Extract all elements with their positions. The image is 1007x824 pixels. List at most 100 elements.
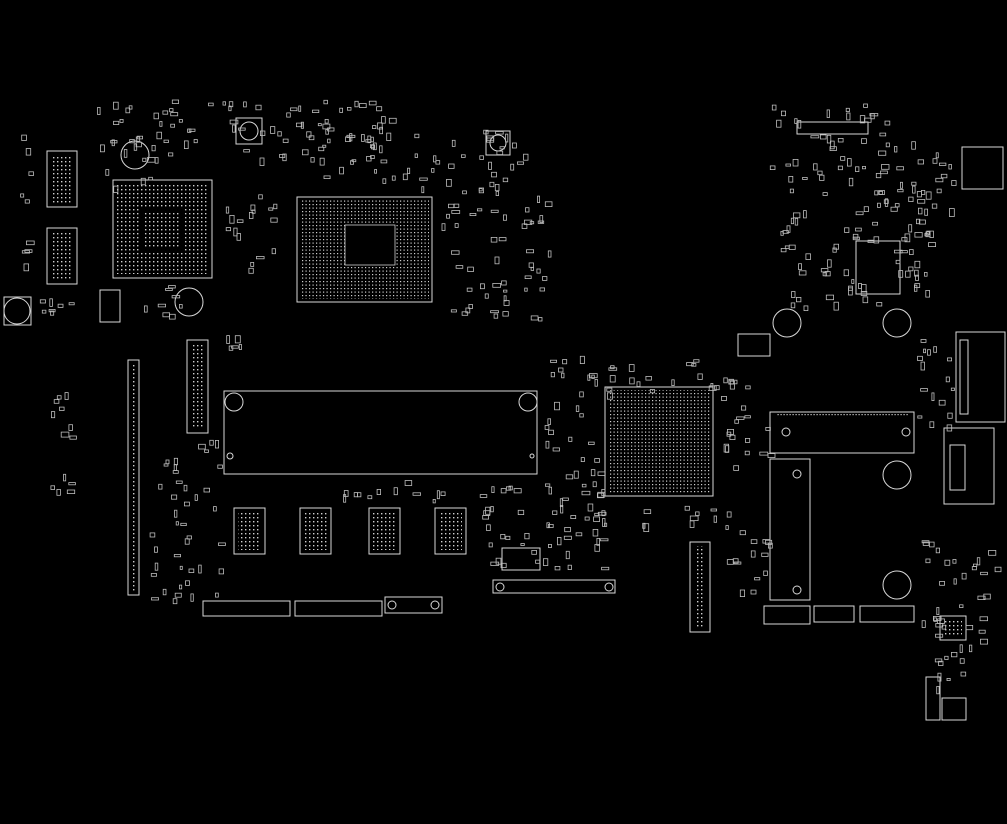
passive-component (933, 346, 938, 353)
passive-component (250, 204, 256, 211)
passive-component (550, 371, 555, 378)
passive-component (454, 223, 459, 228)
passive-component (594, 458, 600, 463)
passive-component (897, 189, 904, 193)
pch-bga-chip[interactable] (604, 386, 714, 497)
passive-component (723, 377, 728, 384)
passive-component (781, 110, 787, 117)
passive-component (479, 155, 484, 160)
passive-component (736, 416, 745, 420)
passive-component (492, 282, 501, 288)
passive-component (529, 221, 535, 225)
passive-component (826, 134, 832, 144)
passive-component (502, 214, 507, 221)
passive-component (946, 678, 951, 682)
passive-component (684, 505, 690, 511)
passive-component (279, 153, 286, 158)
passive-component (858, 282, 862, 289)
passive-component (765, 539, 773, 545)
passive-component (544, 425, 550, 430)
passive-component (745, 437, 751, 443)
passive-component (833, 301, 839, 311)
passive-component (517, 509, 525, 515)
passive-component (771, 104, 777, 111)
passive-component (374, 169, 378, 174)
cpu-bga-chip[interactable] (296, 196, 433, 303)
passive-component (805, 253, 811, 260)
passive-component (178, 119, 183, 123)
passive-component (451, 210, 461, 214)
passive-component (562, 359, 568, 365)
passive-component (714, 385, 720, 391)
passive-component (944, 559, 951, 566)
passive-component (916, 191, 922, 198)
passive-component (317, 123, 322, 127)
passive-component (917, 199, 926, 204)
passive-component (175, 521, 179, 526)
passive-component (517, 161, 525, 165)
passive-component (928, 242, 936, 248)
passive-component (467, 266, 474, 273)
passive-component (863, 103, 868, 108)
passive-component (228, 105, 232, 112)
passive-component (739, 589, 745, 597)
passive-component (179, 565, 183, 570)
passive-component (382, 178, 387, 184)
passive-component (149, 532, 156, 538)
passive-component (528, 262, 534, 268)
passive-component (433, 155, 437, 163)
connectors (99, 121, 1006, 721)
passive-component (914, 232, 923, 238)
passive-component (936, 188, 942, 194)
passive-component (366, 155, 372, 162)
passive-component (446, 213, 450, 219)
passive-component (172, 470, 179, 474)
passive-component (721, 396, 728, 401)
passive-component (785, 163, 792, 167)
passive-component (496, 150, 504, 156)
passive-component (325, 129, 329, 135)
passive-component (723, 443, 729, 453)
passive-component (925, 558, 931, 564)
passive-component (310, 157, 315, 163)
passive-component (113, 185, 119, 193)
passive-component (369, 144, 375, 149)
gpu-bga-chip[interactable] (112, 179, 213, 279)
passive-component (813, 163, 818, 171)
passive-component (488, 542, 493, 548)
passive-component (468, 303, 473, 309)
passive-component (491, 171, 497, 178)
passive-component (225, 227, 231, 232)
passive-component (852, 233, 859, 239)
passive-component (710, 508, 717, 512)
passive-component (100, 144, 105, 153)
passive-component (936, 686, 940, 695)
passive-component (784, 245, 790, 249)
passive-component (848, 177, 854, 187)
passive-component (49, 298, 53, 307)
passive-component (559, 498, 563, 508)
passive-component (844, 227, 850, 233)
passive-component (822, 192, 828, 196)
small-components (20, 99, 1002, 695)
passive-component (933, 616, 942, 621)
passive-component (135, 136, 141, 142)
passive-component (273, 203, 278, 210)
passive-component (163, 463, 169, 467)
passive-component (883, 199, 889, 204)
passive-component (243, 149, 250, 153)
passive-component (524, 275, 532, 279)
passive-component (728, 379, 738, 385)
passive-component (912, 185, 916, 194)
passive-component (938, 399, 946, 406)
dimm-slot[interactable] (223, 390, 538, 475)
passive-component (380, 159, 388, 164)
passive-component (732, 558, 739, 564)
passive-component (502, 311, 509, 317)
passive-component (917, 415, 923, 419)
passive-component (402, 173, 408, 181)
passive-component (827, 259, 832, 268)
passive-component (530, 266, 534, 271)
passive-component (500, 488, 507, 494)
